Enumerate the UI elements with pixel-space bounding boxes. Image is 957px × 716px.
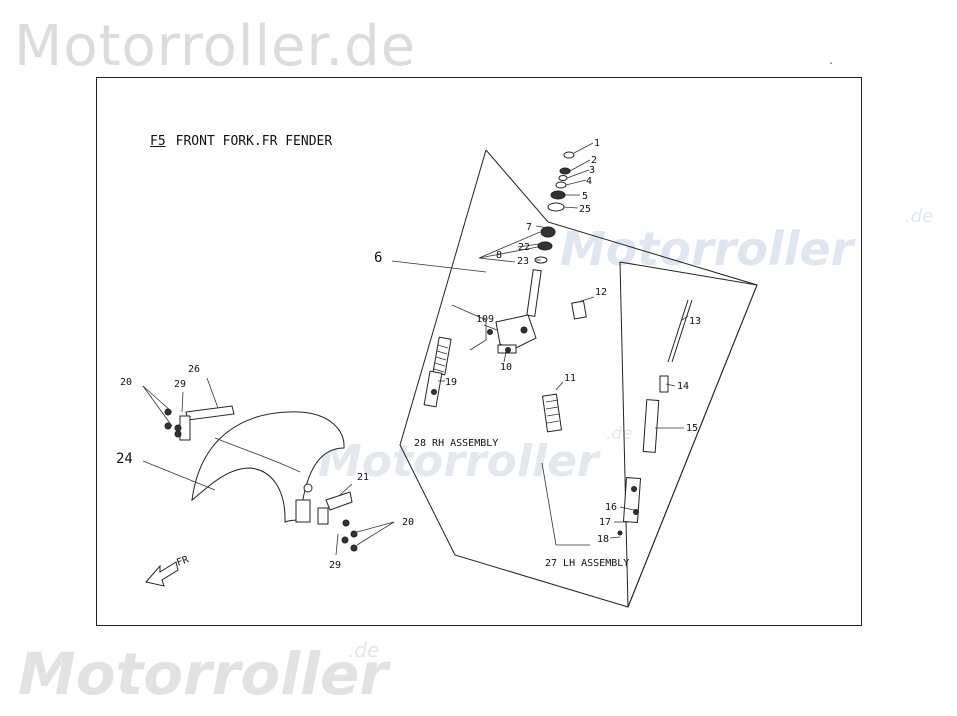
label-12: 12: [595, 287, 607, 298]
label-3: 3: [589, 165, 595, 176]
label-25: 25: [579, 204, 591, 215]
label-20-right: 20: [402, 517, 414, 528]
label-24: 24: [116, 451, 133, 467]
label-18: 18: [597, 534, 609, 545]
watermark-center: Motorroller: [318, 436, 599, 487]
label-22: 22: [518, 242, 530, 253]
rh-fork-leg: [423, 336, 452, 408]
label-15: 15: [686, 423, 698, 434]
watermark-bottom: Motorroller: [18, 640, 388, 708]
diagram-title-text: FRONT FORK.FR FENDER: [175, 134, 333, 149]
label-11: 11: [564, 373, 576, 384]
label-10: 10: [500, 362, 512, 373]
label-29-right: 29: [329, 560, 341, 571]
fasteners: [164, 408, 358, 552]
label-lh-assembly: 27 LH ASSEMBLY: [545, 558, 629, 569]
label-21: 21: [357, 472, 369, 483]
label-19: 19: [445, 377, 457, 388]
watermark-middle-suffix: .de: [905, 206, 934, 227]
watermark-center-suffix: .de: [606, 424, 633, 444]
label-4: 4: [586, 176, 592, 187]
label-8: 8: [496, 250, 502, 261]
watermark-bottom-suffix: .de: [348, 638, 380, 662]
watermark-top: Motorroller.de: [14, 14, 417, 79]
fender-bracket-right: [317, 491, 353, 525]
label-1: 1: [594, 138, 600, 149]
label-2: 2: [591, 155, 597, 166]
label-6: 6: [374, 250, 382, 266]
label-26: 26: [188, 364, 200, 375]
steering-stem-parts: [526, 151, 575, 317]
front-direction-arrow: [145, 561, 179, 587]
stray-mark: .: [828, 56, 835, 67]
lh-fork-parts: [541, 299, 693, 536]
lh-assembly-outline: [619, 261, 758, 608]
leader-lines: [142, 142, 689, 556]
label-rh-assembly: 28 RH ASSEMBLY: [414, 438, 498, 449]
front-fender: [191, 411, 345, 523]
label-14: 14: [677, 381, 689, 392]
diagram-frame: [96, 77, 862, 626]
fork-bridge: [487, 314, 537, 354]
label-16: 16: [605, 502, 617, 513]
diagram-title: F5 FRONT FORK.FR FENDER: [150, 134, 332, 149]
label-109: 109: [476, 314, 494, 325]
label-29-left: 29: [174, 379, 186, 390]
label-20-left: 20: [120, 377, 132, 388]
label-17: 17: [599, 517, 611, 528]
label-13: 13: [689, 316, 701, 327]
label-7: 7: [526, 222, 532, 233]
diagram-code: F5: [150, 134, 166, 149]
label-23: 23: [517, 256, 529, 267]
watermark-middle: Motorroller: [560, 222, 854, 276]
label-fr: FR: [175, 554, 191, 569]
label-5: 5: [582, 191, 588, 202]
rh-sub-outline: [451, 304, 487, 351]
